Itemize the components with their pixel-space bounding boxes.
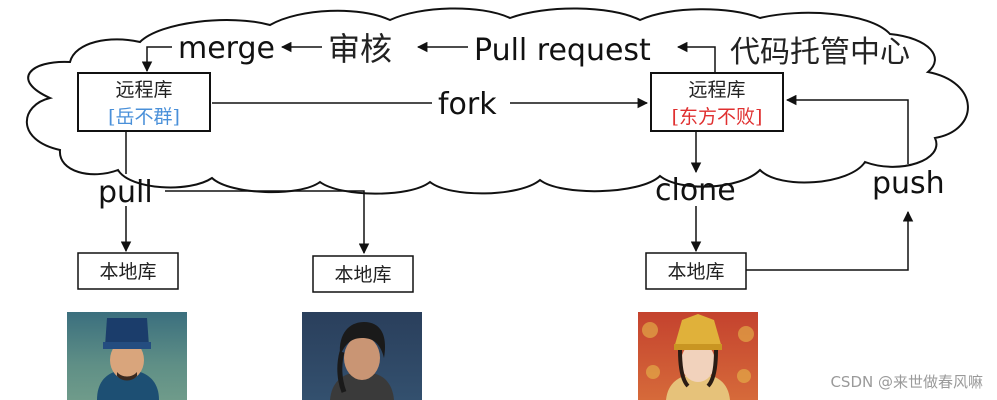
review-label: 审核 (328, 30, 392, 68)
remote-repo-left-owner: [岳不群] (108, 106, 180, 128)
fork-label: fork (438, 87, 497, 122)
remote-repo-right-owner: [东方不败] (672, 106, 763, 128)
remote-repo-left-title: 远程库 (115, 79, 172, 101)
photo-portrait-1 (67, 312, 187, 400)
push-label: push (872, 166, 945, 201)
local-repo-3-label: 本地库 (667, 261, 724, 283)
photo-portrait-3 (638, 312, 758, 400)
local-repo-1-label: 本地库 (99, 261, 156, 283)
merge-label: merge (178, 31, 275, 66)
pull-label: pull (98, 175, 153, 210)
photo-portrait-2 (302, 312, 422, 400)
remote-repo-right-title: 远程库 (688, 79, 745, 101)
arrow-center-to-pull-request (676, 41, 716, 73)
remote-repo-left-box (77, 72, 211, 132)
watermark-text: CSDN @来世做春风嘛 (830, 373, 983, 391)
local-repo-2-box (312, 255, 414, 293)
arrow-push-to-remote-right (785, 94, 909, 164)
cloud-title: 代码托管中心 (730, 35, 910, 70)
remote-repo-right-box (650, 72, 784, 132)
local-repo-3-box (645, 252, 747, 290)
arrow-pull-to-local-2 (165, 190, 370, 255)
cloud-shape (25, 7, 969, 195)
arrow-local-3-to-push (746, 210, 914, 271)
clone-label: clone (655, 173, 736, 208)
pull-request-label: Pull request (474, 33, 651, 68)
local-repo-1-box (77, 252, 179, 290)
arrow-merge-to-remote-left (141, 46, 172, 73)
local-repo-2-label: 本地库 (334, 264, 391, 286)
